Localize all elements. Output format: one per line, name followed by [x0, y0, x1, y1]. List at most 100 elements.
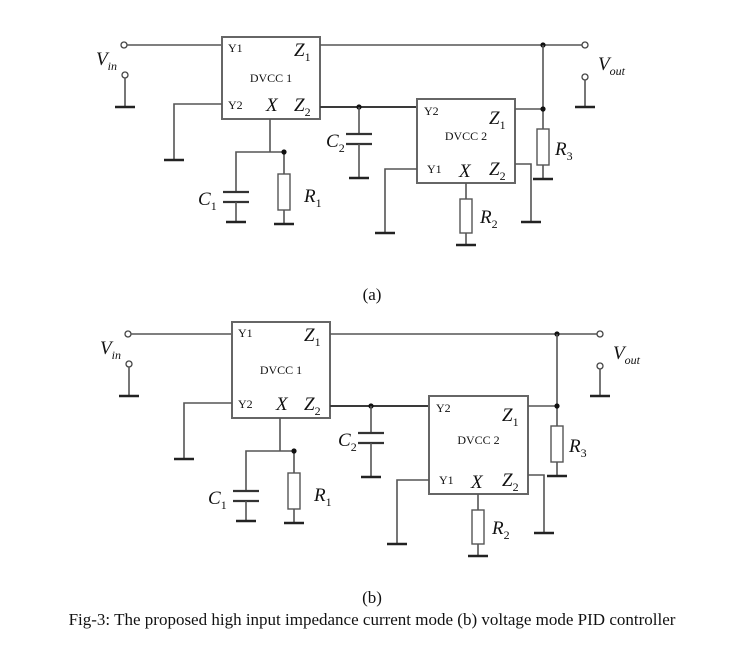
dvcc2-pin-z1-letter: Z [489, 108, 500, 129]
dvcc1-pin-z2: Z2 [304, 394, 321, 418]
dvcc2-y1-ground-wire [396, 479, 429, 544]
vin-terminal-top [124, 330, 132, 338]
dvcc1-block [231, 321, 331, 419]
r1-label-symbol: R [313, 485, 326, 506]
dvcc1-pin-z1: Z1 [294, 40, 311, 64]
dvcc2-z2-ground-wire [515, 163, 532, 222]
dvcc1-y2-ground-wire [173, 103, 222, 160]
vin-label-symbol: V [100, 338, 114, 359]
dvcc2-name: DVCC 2 [445, 129, 487, 143]
dvcc1-pin-z1-letter: Z [294, 40, 305, 61]
panel-label-a: (a) [363, 285, 382, 304]
dvcc2-pin-z2-subscript: 2 [500, 169, 506, 183]
c2-label: C2 [326, 131, 345, 155]
x-node-wire [245, 450, 295, 491]
c1-label-subscript: 1 [221, 498, 227, 512]
dvcc1-block [221, 36, 321, 120]
dvcc2-pin-z2-subscript: 2 [513, 480, 519, 494]
dvcc1-pin-z1-subscript: 1 [305, 50, 311, 64]
vin-label-symbol: V [96, 49, 110, 70]
dvcc2-pin-z1-subscript: 1 [513, 415, 519, 429]
c2-label: C2 [338, 430, 357, 454]
dvcc1-pin-y2: Y2 [228, 98, 243, 112]
c2-label-subscript: 2 [351, 440, 357, 454]
dvcc1-pin-z2-letter: Z [294, 95, 305, 116]
r1-label-subscript: 1 [316, 196, 322, 210]
dvcc2-pin-z1-subscript: 1 [500, 118, 506, 132]
dvcc1-pin-y1: Y1 [228, 41, 243, 55]
dvcc2-pin-z1: Z1 [489, 108, 506, 132]
capacitor-c1 [233, 489, 259, 503]
r3-label: R3 [554, 139, 573, 163]
dvcc1-pin-x: X [265, 95, 279, 116]
dvcc1-pin-x: X [275, 394, 289, 415]
vin-label: Vin [100, 338, 121, 362]
dvcc2-z2-ground-wire [528, 474, 545, 533]
dvcc1-name: DVCC 1 [250, 71, 292, 85]
c2-label-symbol: C [338, 430, 351, 451]
dvcc1-pin-z2-letter: Z [304, 394, 315, 415]
x-node-wire [235, 151, 285, 192]
r2-label-symbol: R [491, 518, 504, 539]
r2-label-subscript: 2 [492, 217, 498, 231]
resistor-r3 [536, 128, 550, 166]
dvcc2-pin-x: X [458, 161, 472, 182]
vin-label-subscript: in [108, 59, 117, 73]
r1-label-subscript: 1 [326, 495, 332, 509]
c2-label-subscript: 2 [339, 141, 345, 155]
dvcc1-pin-z1-letter: Z [304, 325, 315, 346]
vout-terminal-top [581, 41, 589, 49]
panel-label-b: (b) [362, 588, 382, 607]
dvcc2-pin-z1-letter: Z [502, 405, 513, 426]
dvcc1-pin-z1-subscript: 1 [315, 335, 321, 349]
resistor-r2 [471, 509, 485, 545]
vout-terminal-top [596, 330, 604, 338]
c1-label-symbol: C [208, 488, 221, 509]
c1-label: C1 [208, 488, 227, 512]
dvcc1-pin-z1: Z1 [304, 325, 321, 349]
dvcc2-name: DVCC 2 [457, 433, 499, 447]
dvcc1-pin-y1: Y1 [238, 326, 253, 340]
vout-label-symbol: V [598, 54, 612, 75]
vout-label-subscript: out [625, 353, 641, 367]
dvcc1-pin-z2-subscript: 2 [305, 105, 311, 119]
dvcc2-pin-y1: Y1 [427, 162, 442, 176]
vout-label: Vout [598, 54, 626, 78]
figure-caption: Fig-3: The proposed high input impedance… [69, 610, 676, 629]
c1-label-symbol: C [198, 189, 211, 210]
dvcc2-pin-y2: Y2 [436, 401, 451, 415]
dvcc2-pin-z2: Z2 [489, 159, 506, 183]
vout-label-symbol: V [613, 343, 627, 364]
dvcc1-pin-y2: Y2 [238, 397, 253, 411]
r1-label-symbol: R [303, 186, 316, 207]
resistor-r1 [277, 173, 291, 211]
junction-dot [291, 448, 297, 454]
r1-label: R1 [313, 485, 332, 509]
vout-terminal-bottom [596, 362, 604, 370]
capacitor-c2 [358, 431, 384, 445]
dvcc2-pin-z2: Z2 [502, 470, 519, 494]
dvcc1-y2-ground-wire [183, 402, 232, 459]
vin-label-subscript: in [112, 348, 121, 362]
dvcc2-y1-ground-wire [384, 168, 417, 233]
r3-label-subscript: 3 [581, 446, 587, 460]
junction-dot [540, 106, 546, 112]
dvcc2-pin-y2: Y2 [424, 104, 439, 118]
resistor-r3 [550, 425, 564, 463]
r3-label-symbol: R [554, 139, 567, 160]
vin-terminal-top [120, 41, 128, 49]
r2-label-subscript: 2 [504, 528, 510, 542]
dvcc1-pin-z2: Z2 [294, 95, 311, 119]
vin-label: Vin [96, 49, 117, 73]
vout-label: Vout [613, 343, 641, 367]
c1-label-subscript: 1 [211, 199, 217, 213]
junction-dot [554, 403, 560, 409]
vout-label-subscript: out [610, 64, 626, 78]
capacitor-c1 [223, 190, 249, 204]
dvcc1-pin-z2-subscript: 2 [315, 404, 321, 418]
dvcc2-pin-z1: Z1 [502, 405, 519, 429]
dvcc2-pin-y1: Y1 [439, 473, 454, 487]
